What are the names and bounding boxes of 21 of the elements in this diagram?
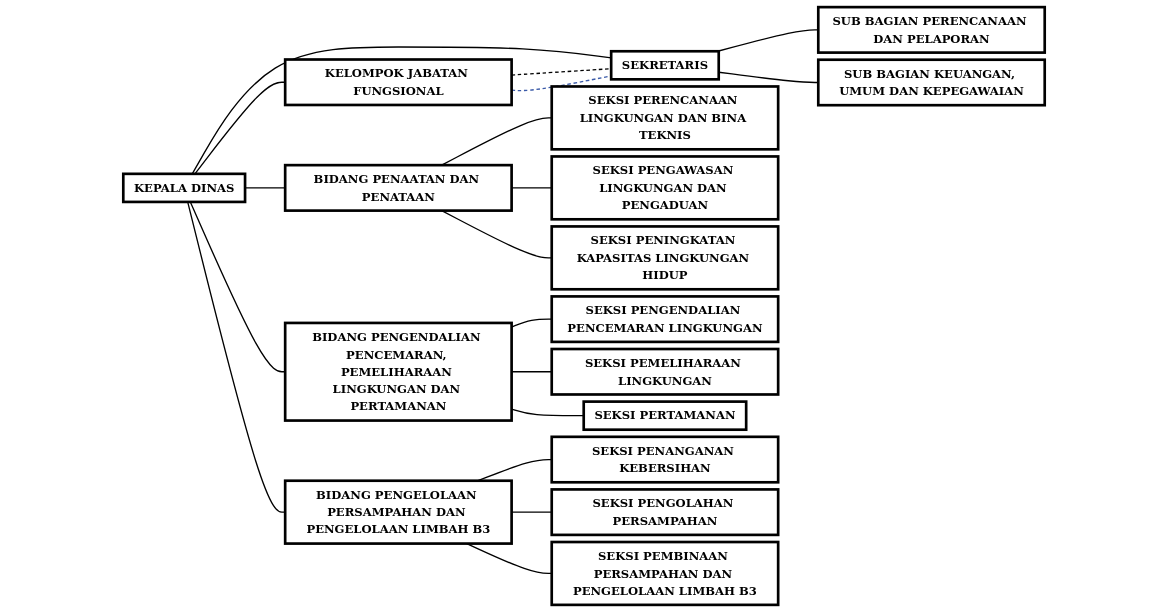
connector (187, 201, 286, 513)
connector (189, 201, 286, 373)
node-box: KELOMPOK JABATAN FUNGSIONAL (283, 58, 513, 107)
node-box: SUB BAGIAN KEUANGAN, UMUM DAN KEPEGAWAIAN (816, 58, 1047, 107)
node-box: BIDANG PENAATAN DAN PENATAAN (283, 163, 513, 212)
node-box: SUB BAGIAN PERENCANAAN DAN PELAPORAN (816, 5, 1047, 54)
node-box: SEKSI PENGENDALIAN PENCEMARAN LINGKUNGAN (550, 295, 780, 344)
node-box: SEKSI PERENCANAAN LINGKUNGAN DAN BINA TEKNIS (550, 85, 780, 151)
node-box: KEPALA DINAS (121, 172, 247, 204)
node-box: SEKSI PENINGKATAN KAPASITAS LINGKUNGAN HIDUP (550, 225, 780, 291)
node-box: SEKSI PENGOLAHAN PERSAMPAHAN (550, 488, 780, 537)
node-box: BIDANG PENGELOLAAN PERSAMPAHAN DAN PENGELOLAAN LIMBAH B3 (283, 479, 513, 545)
node-box: SEKSI PENGAWASAN LINGKUNGAN DAN PENGADUAN (550, 155, 780, 221)
node-box: BIDANG PENGENDALIAN PENCEMARAN, PEMELIHARAAN LINGKUNGAN DAN PERTAMANAN (283, 321, 513, 422)
connector (718, 71, 819, 84)
node-box: SEKSI PERTAMANAN (582, 400, 748, 432)
node-box: SEKSI PENANGANAN KEBERSIHAN (550, 435, 780, 484)
node-box: SEKSI PEMELIHARAAN LINGKUNGAN (550, 347, 780, 396)
connector (717, 29, 819, 52)
node-box: SEKSI PEMBINAAN PERSAMPAHAN DAN PENGELOLAAN LIMBAH B3 (550, 540, 780, 607)
node-box: SEKRETARIS (609, 49, 721, 81)
